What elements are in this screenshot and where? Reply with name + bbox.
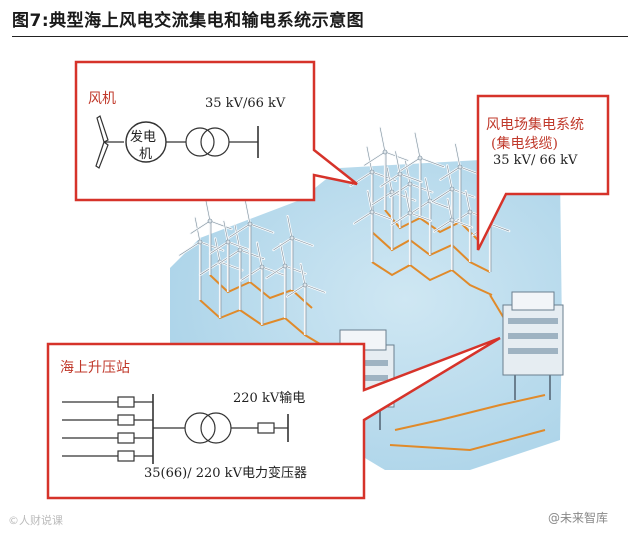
wind-turbine-icon: [265, 242, 307, 318]
substation-transformer-label: 35(66)/ 220 kV电力变压器: [144, 466, 307, 481]
wind-turbine-icon: [352, 189, 394, 262]
feeder-lines-icon: [62, 394, 185, 464]
offshore-substation-heading: 海上升压站: [60, 360, 130, 376]
wind-turbine-callout-box: [74, 60, 358, 202]
wind-turbine-heading: 风机: [88, 91, 116, 107]
wind-turbine-icon: [208, 219, 250, 292]
offshore-substation-callout-box: [46, 336, 501, 500]
wind-turbine-icon: [240, 241, 287, 325]
collection-system-voltage-label: 35 kV/ 66 kV: [493, 153, 578, 168]
wind-turbine-icon: [272, 214, 314, 290]
wind-turbine-icon: [432, 197, 474, 270]
wind-turbine-voltage-label: 35 kV/66 kV: [205, 96, 286, 111]
wind-turbine-icon: [390, 189, 432, 265]
blade-icon: [95, 115, 124, 169]
figure-title: 图7:典型海上风电交流集电和输电系统示意图: [12, 11, 365, 31]
watermark-right: @未来智库: [548, 511, 609, 525]
collection-system-callout-box: [476, 94, 610, 251]
collection-system-subheading: (集电线缆): [491, 136, 558, 152]
collection-substation-platform: [502, 291, 564, 400]
wind-turbine-icon: [285, 262, 327, 335]
wind-turbine-array: [178, 126, 511, 335]
wind-turbine-icon: [189, 197, 233, 275]
watermark-left: ©人财说课: [8, 514, 63, 527]
collection-system-heading: 风电场集电系统: [486, 117, 584, 133]
title-rule: [12, 36, 628, 37]
transmission-voltage-label: 220 kV输电: [233, 391, 306, 406]
wind-turbine-icon: [397, 131, 446, 218]
breaker-icon: [257, 422, 275, 434]
generator-label-line1: 发电: [130, 130, 157, 145]
generator-label-line2: 机: [139, 147, 153, 162]
wind-turbine-icon: [228, 198, 275, 282]
